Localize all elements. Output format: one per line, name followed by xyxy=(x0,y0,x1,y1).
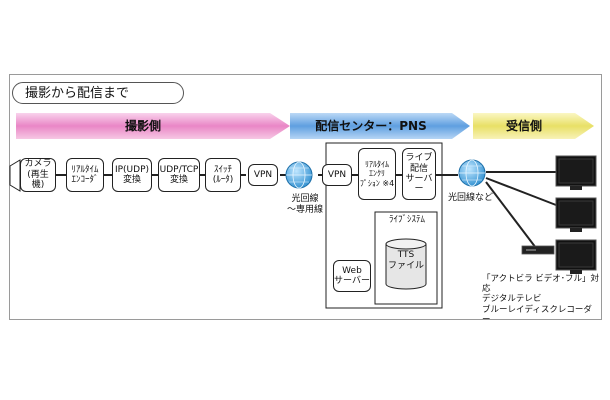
encryption-box: ﾘｱﾙﾀｲﾑ ｴﾝｸﾘ ﾌﾟｼｮﾝ ※4 xyxy=(358,148,396,200)
shooting-zone-arrow xyxy=(16,113,290,139)
zone-label-receiving: 受信側 xyxy=(505,119,542,133)
ip-convert-box: IP(UDP) 変換 xyxy=(112,158,152,192)
network-label-right: 光回線など xyxy=(448,193,494,203)
live-server-box: ライブ 配信 サーバー xyxy=(402,148,436,200)
live-system-label: ﾗｲﾌﾞｼｽﾃﾑ xyxy=(388,215,425,225)
tts-file-label: TTS ファイル xyxy=(387,250,424,271)
network-label-left: 光回線 ～専用線 xyxy=(286,194,323,215)
tv-icon-2 xyxy=(555,197,597,232)
center-zone-arrow xyxy=(290,113,470,139)
receiving-zone-arrow xyxy=(473,113,594,139)
tv-icon-1 xyxy=(555,155,597,190)
vpn-left-box: VPN xyxy=(248,164,278,186)
web-server-box: Web サーバー xyxy=(333,260,371,292)
camera-lens-shape xyxy=(9,159,21,192)
network-globe-left xyxy=(285,161,313,189)
encoder-box: ﾘｱﾙﾀｲﾑ ｴﾝｺｰﾀﾞ xyxy=(66,158,104,192)
camera-box: カメラ (再生機) xyxy=(20,158,56,192)
udp-tcp-box: UDP/TCP 変換 xyxy=(158,158,200,192)
network-globe-right xyxy=(458,159,486,187)
zone-label-shooting: 撮影側 xyxy=(124,119,161,133)
tv-icon-3 xyxy=(555,239,597,274)
section-title: 撮影から配信まで xyxy=(12,82,184,104)
recorder-icon xyxy=(521,245,555,255)
receiver-caption: 「アクトビラ ビデオ･フル」対応 デジタルテレビ ブルーレイディスクレコーダー xyxy=(482,274,600,325)
zone-label-center: 配信センター：PNS xyxy=(315,119,427,133)
vpn-center-box: VPN xyxy=(322,164,352,186)
switch-box: ｽｲｯﾁ (ﾙｰﾀ) xyxy=(205,158,241,192)
center-system-box xyxy=(325,142,443,309)
tts-database-icon xyxy=(385,238,427,290)
